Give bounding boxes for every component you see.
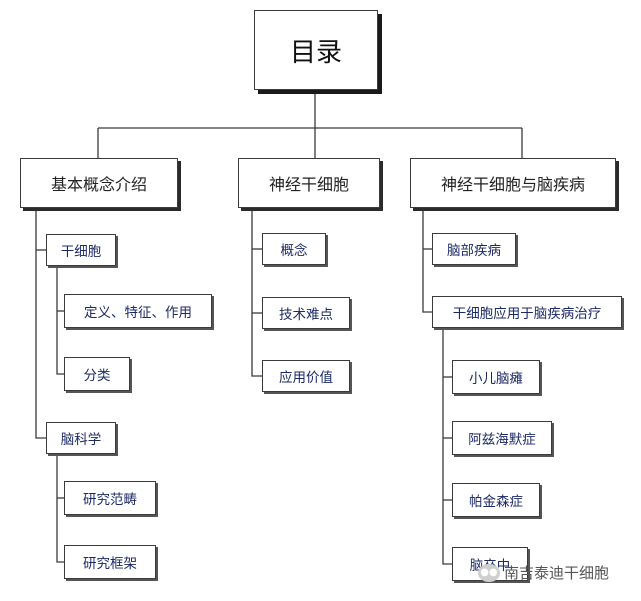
column-title: 神经干细胞与脑疾病 bbox=[440, 175, 585, 194]
node-label: 应用价值 bbox=[279, 370, 333, 386]
node-label: 脑部疾病 bbox=[447, 243, 501, 259]
node-stem-cell-treatment: 干细胞应用于脑疾病治疗 bbox=[432, 296, 622, 328]
node-technical-difficulty: 技术难点 bbox=[262, 297, 350, 329]
node-application-value: 应用价值 bbox=[262, 360, 350, 392]
node-label: 小儿脑瘫 bbox=[469, 371, 523, 387]
column-title: 神经干细胞 bbox=[268, 175, 349, 194]
watermark: ●● 南吉泰迪干细胞 bbox=[478, 562, 609, 583]
node-label: 研究范畴 bbox=[83, 492, 137, 508]
node-label: 帕金森症 bbox=[469, 494, 523, 510]
node-definition: 定义、特征、作用 bbox=[64, 294, 212, 328]
node-cerebral-palsy: 小儿脑瘫 bbox=[452, 360, 540, 394]
wechat-icon: ●● bbox=[478, 563, 500, 582]
node-parkinsons: 帕金森症 bbox=[452, 483, 540, 517]
node-label: 分类 bbox=[83, 368, 111, 384]
node-research-scope: 研究范畴 bbox=[64, 481, 156, 515]
node-classification: 分类 bbox=[64, 357, 130, 391]
node-label: 概念 bbox=[280, 243, 308, 259]
node-brain-disease: 脑部疾病 bbox=[432, 233, 516, 265]
node-research-framework: 研究框架 bbox=[64, 545, 156, 579]
node-label: 脑科学 bbox=[60, 432, 102, 448]
node-label: 干细胞 bbox=[60, 244, 102, 260]
node-stem-cell: 干细胞 bbox=[46, 234, 116, 266]
column-neural-stem-cell: 神经干细胞 bbox=[238, 158, 380, 208]
node-concept: 概念 bbox=[262, 233, 326, 265]
column-basic-concepts: 基本概念介绍 bbox=[20, 158, 178, 208]
node-label: 定义、特征、作用 bbox=[84, 305, 192, 321]
column-title: 基本概念介绍 bbox=[50, 175, 147, 194]
root-label: 目录 bbox=[289, 37, 342, 68]
node-label: 干细胞应用于脑疾病治疗 bbox=[452, 306, 602, 322]
node-alzheimers: 阿兹海默症 bbox=[452, 421, 552, 455]
node-brain-science: 脑科学 bbox=[46, 422, 116, 454]
node-label: 研究框架 bbox=[83, 556, 137, 572]
node-label: 技术难点 bbox=[279, 307, 333, 323]
watermark-text: 南吉泰迪干细胞 bbox=[504, 564, 610, 582]
node-label: 阿兹海默症 bbox=[468, 432, 536, 448]
root-node: 目录 bbox=[254, 10, 378, 90]
column-nsc-brain-disease: 神经干细胞与脑疾病 bbox=[410, 158, 616, 208]
